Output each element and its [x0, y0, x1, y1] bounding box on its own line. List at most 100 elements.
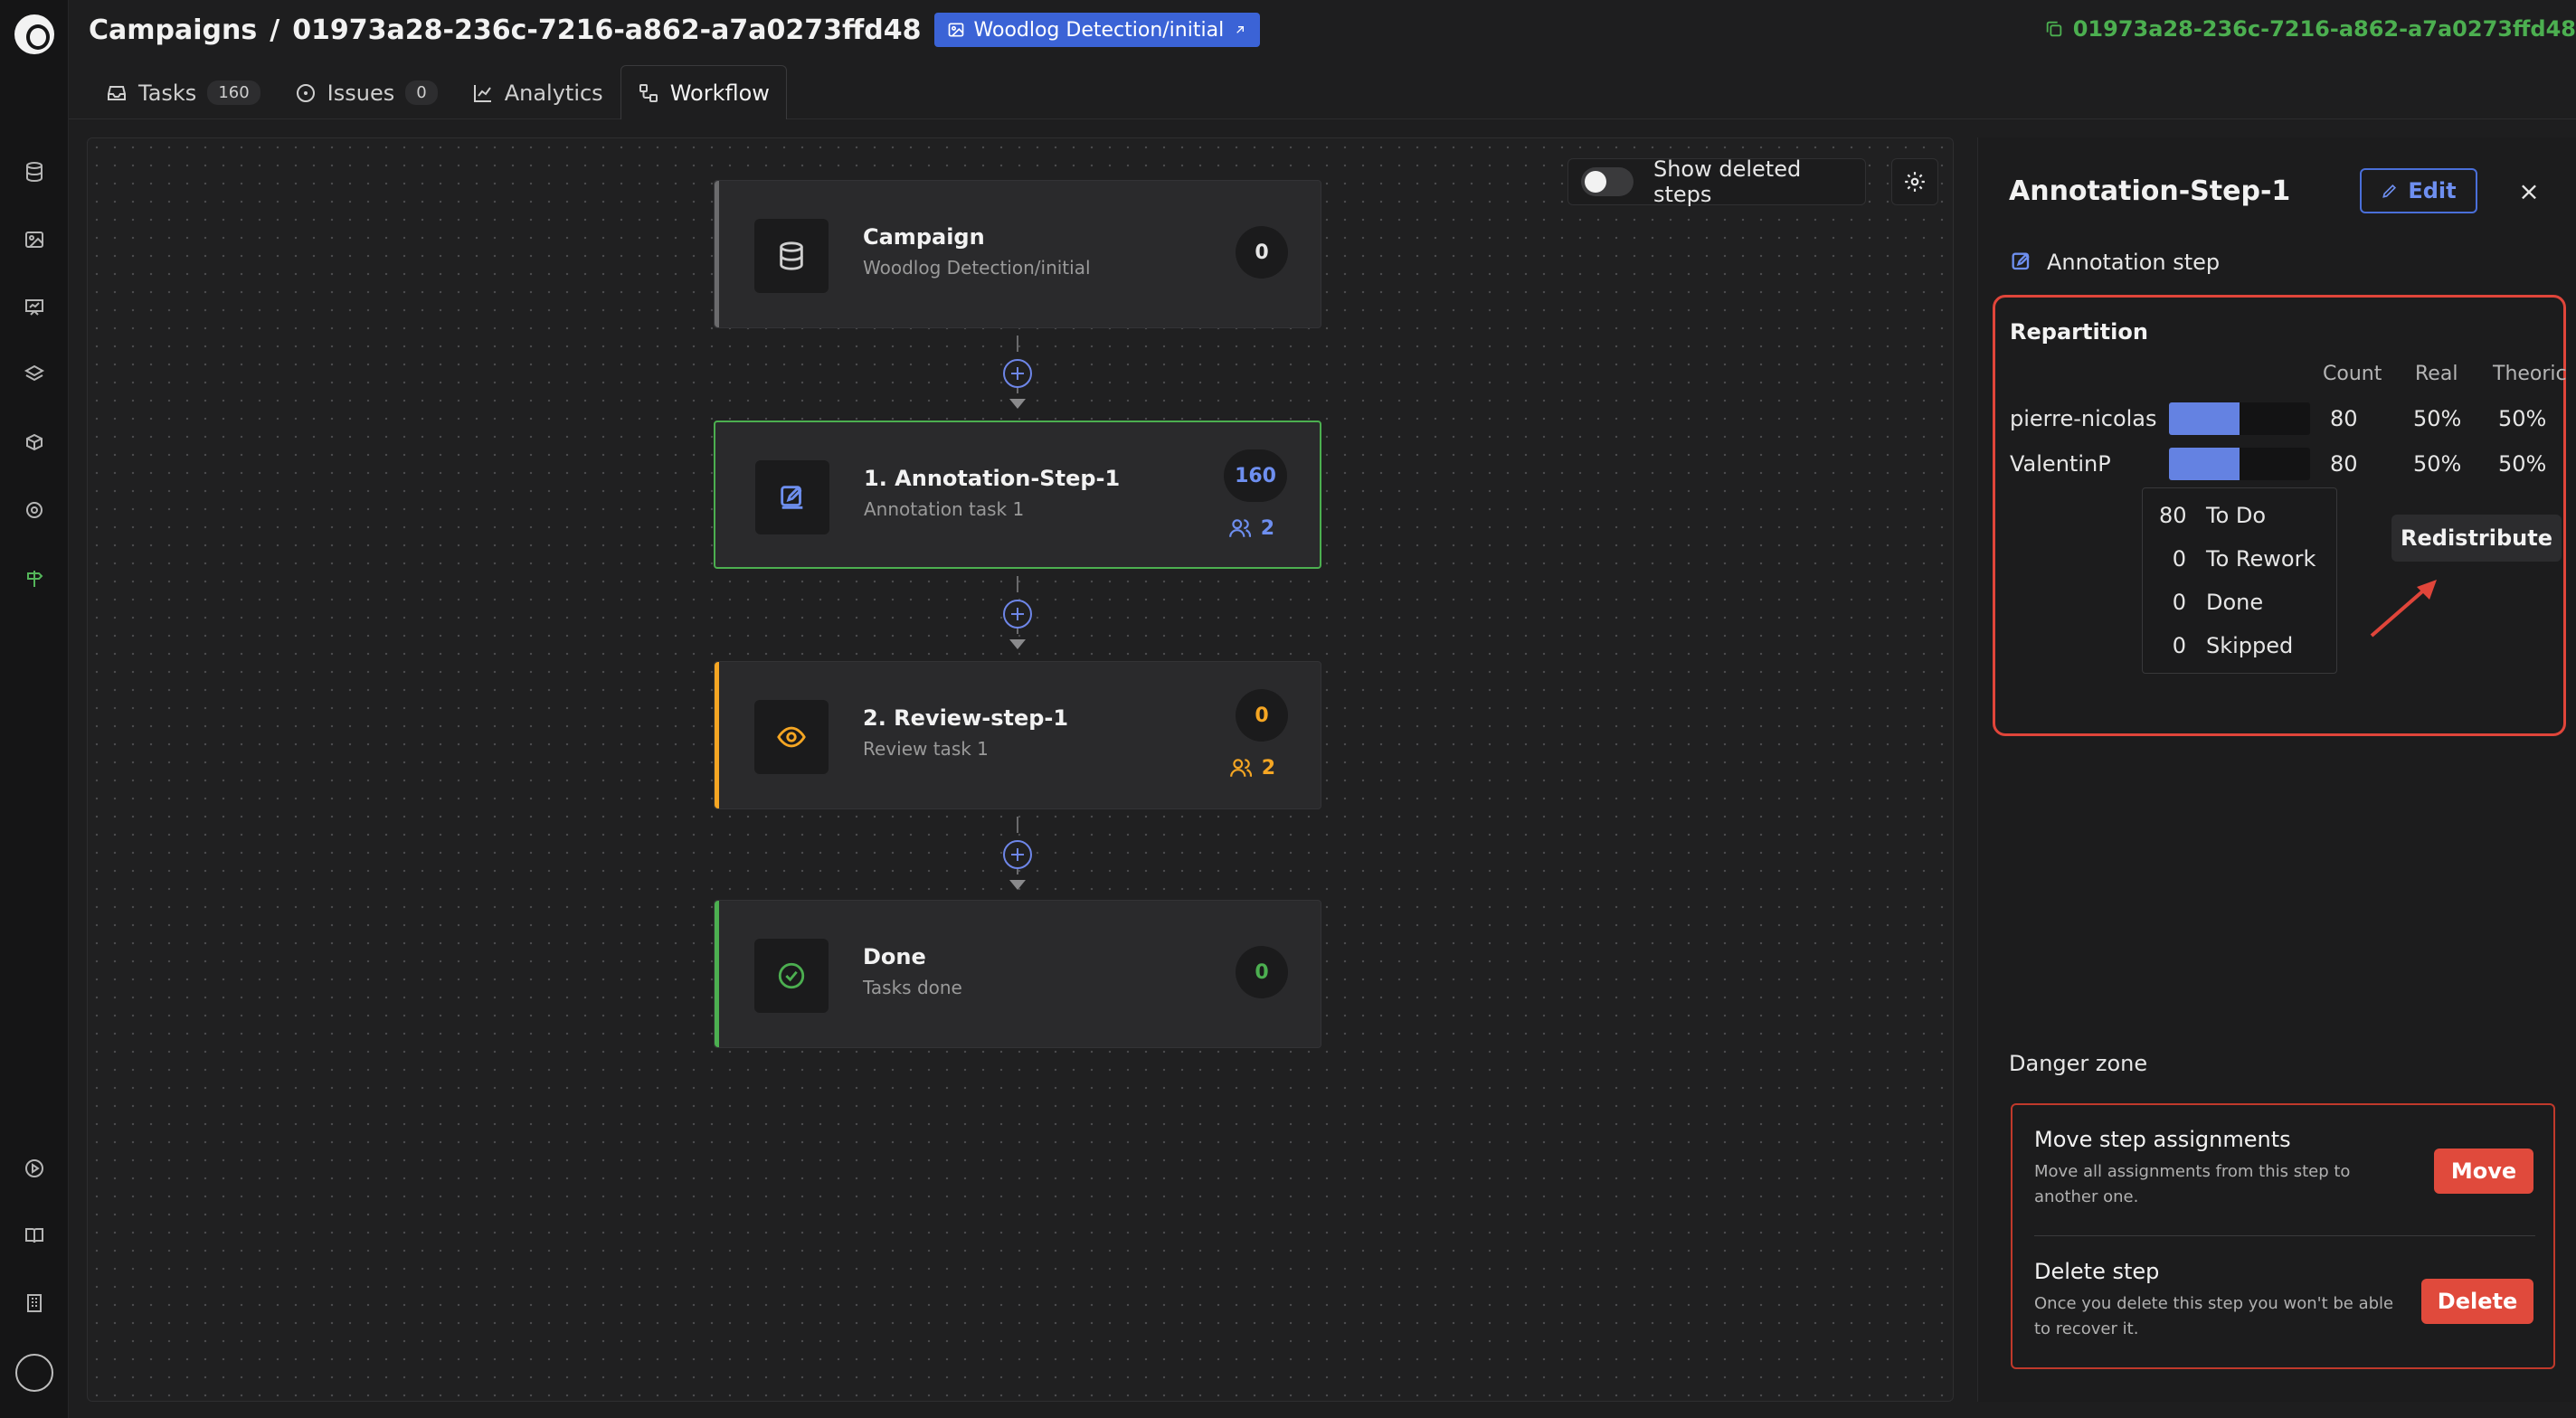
node-accent-bar — [715, 181, 719, 327]
step-type-label: Annotation step — [2047, 250, 2221, 275]
column-header-theoric: Theoric — [2493, 363, 2567, 385]
pencil-icon — [2382, 184, 2397, 198]
close-icon[interactable]: × — [2518, 175, 2540, 206]
node-count-badge: 0 — [1236, 226, 1288, 279]
tab-bar: Tasks 160 Issues 0 Analytics Workflow — [89, 65, 787, 119]
node-subtitle: Tasks done — [863, 977, 962, 998]
workflow-canvas[interactable]: Show deleted steps Campaign Woodlog Dete… — [87, 137, 1954, 1402]
move-button[interactable]: Move — [2434, 1149, 2533, 1194]
tab-workflow-label: Workflow — [669, 80, 770, 106]
play-circle-icon[interactable] — [22, 1156, 47, 1181]
node-icon-box — [754, 700, 829, 774]
left-rail — [0, 0, 69, 1418]
node-title: 2. Review-step-1 — [863, 705, 1069, 731]
workflow-node-review[interactable]: 2. Review-step-1 Review task 1 0 2 — [714, 661, 1321, 809]
alert-circle-icon — [296, 83, 315, 102]
breadcrumb: Campaigns / 01973a28-236c-7216-a862-a7a0… — [89, 13, 1261, 47]
assignee-theoric: 50% — [2498, 451, 2547, 477]
assignee-count: 80 — [2330, 451, 2358, 477]
tab-workflow[interactable]: Workflow — [620, 65, 787, 119]
node-subtitle: Review task 1 — [863, 738, 989, 760]
tab-tasks[interactable]: Tasks 160 — [89, 65, 278, 119]
column-header-real: Real — [2415, 363, 2458, 385]
node-assignees: 2 — [1229, 756, 1275, 780]
tab-issues[interactable]: Issues 0 — [278, 65, 455, 119]
divider — [2034, 1235, 2535, 1236]
node-title: Campaign — [863, 224, 985, 250]
arrow-down-icon — [1009, 399, 1026, 409]
workflow-node-campaign[interactable]: Campaign Woodlog Detection/initial 0 — [714, 180, 1321, 328]
assignee-count: 80 — [2330, 406, 2358, 431]
repartition-section: Repartition Count Real Theoric pierre-ni… — [1993, 295, 2567, 736]
line-chart-icon — [473, 84, 491, 102]
page-title: 01973a28-236c-7216-a862-a7a0273ffd48 — [292, 14, 922, 46]
node-assignees: 2 — [1228, 516, 1274, 540]
show-deleted-label: Show deleted steps — [1653, 156, 1802, 207]
workflow-node-done[interactable]: Done Tasks done 0 — [714, 900, 1321, 1048]
tab-analytics-label: Analytics — [504, 80, 603, 106]
assignee-progress-bar[interactable] — [2169, 448, 2310, 480]
breadcrumb-separator: / — [270, 14, 280, 46]
arrow-down-icon — [1009, 639, 1026, 649]
arrow-down-icon — [1009, 880, 1026, 890]
redistribute-button[interactable]: Redistribute — [2391, 515, 2562, 562]
inbox-icon — [108, 85, 126, 100]
signpost-icon[interactable] — [22, 566, 47, 591]
copy-id-button[interactable]: 01973a28-236c-7216-a862-a7a0273ffd48 — [2044, 16, 2576, 42]
step-details-panel: Annotation-Step-1 Edit × Annotation step… — [1977, 137, 2576, 1402]
settings-icon[interactable] — [22, 497, 47, 523]
add-step-button[interactable] — [1003, 359, 1032, 388]
breadcrumb-campaigns[interactable]: Campaigns — [89, 14, 258, 46]
app-logo[interactable] — [14, 14, 54, 54]
image-icon — [948, 23, 963, 37]
image-icon[interactable] — [22, 227, 47, 252]
add-step-button[interactable] — [1003, 600, 1032, 629]
delete-step-title: Delete step — [2034, 1259, 2160, 1284]
show-deleted-toggle[interactable]: Show deleted steps — [1567, 156, 1866, 207]
assignee-name: ValentinP — [2010, 451, 2111, 477]
assignee-name: pierre-nicolas — [2010, 406, 2157, 431]
presentation-icon[interactable] — [22, 295, 47, 320]
box-settings-icon[interactable] — [22, 430, 47, 456]
canvas-settings-button[interactable] — [1891, 158, 1938, 205]
connector — [1017, 336, 1018, 401]
tab-analytics[interactable]: Analytics — [455, 65, 620, 119]
database-icon — [780, 241, 803, 270]
dataset-chip[interactable]: Woodlog Detection/initial — [933, 13, 1261, 47]
workflow-icon — [639, 83, 658, 102]
node-count-badge: 0 — [1236, 689, 1288, 742]
node-title: 1. Annotation-Step-1 — [864, 466, 1121, 491]
tasks-count-badge: 160 — [207, 80, 260, 105]
delete-step-desc: Once you delete this step you won't be a… — [2034, 1294, 2394, 1338]
step-type: Annotation step — [2009, 250, 2220, 275]
add-step-button[interactable] — [1003, 840, 1032, 869]
workflow-node-annotation[interactable]: 1. Annotation-Step-1 Annotation task 1 1… — [714, 421, 1321, 569]
book-icon[interactable] — [22, 1223, 47, 1248]
move-assignments-desc: Move all assignments from this step to a… — [2034, 1162, 2351, 1206]
assignee-count: 2 — [1261, 756, 1275, 780]
layers-icon[interactable] — [22, 362, 47, 387]
copy-id-label: 01973a28-236c-7216-a862-a7a0273ffd48 — [2072, 16, 2576, 42]
progress-fill — [2169, 402, 2240, 435]
danger-zone: Move step assignments Move all assignmen… — [2011, 1103, 2555, 1369]
edit-button[interactable]: Edit — [2360, 168, 2477, 213]
edit-button-label: Edit — [2408, 178, 2457, 203]
assignee-progress-bar[interactable] — [2169, 402, 2310, 435]
node-subtitle: Annotation task 1 — [864, 498, 1025, 520]
user-avatar[interactable] — [15, 1354, 53, 1392]
delete-button[interactable]: Delete — [2421, 1279, 2533, 1324]
toggle-switch[interactable] — [1581, 167, 1634, 196]
eye-icon — [777, 726, 806, 748]
node-accent-bar — [715, 901, 719, 1047]
users-icon — [1228, 519, 1251, 537]
node-icon-box — [754, 219, 829, 293]
node-title: Done — [863, 944, 926, 969]
building-icon[interactable] — [22, 1290, 47, 1316]
dataset-chip-label: Woodlog Detection/initial — [973, 18, 1225, 42]
page-header: Campaigns / 01973a28-236c-7216-a862-a7a0… — [69, 0, 2576, 119]
issues-count-badge: 0 — [405, 80, 438, 105]
database-icon[interactable] — [22, 159, 47, 184]
